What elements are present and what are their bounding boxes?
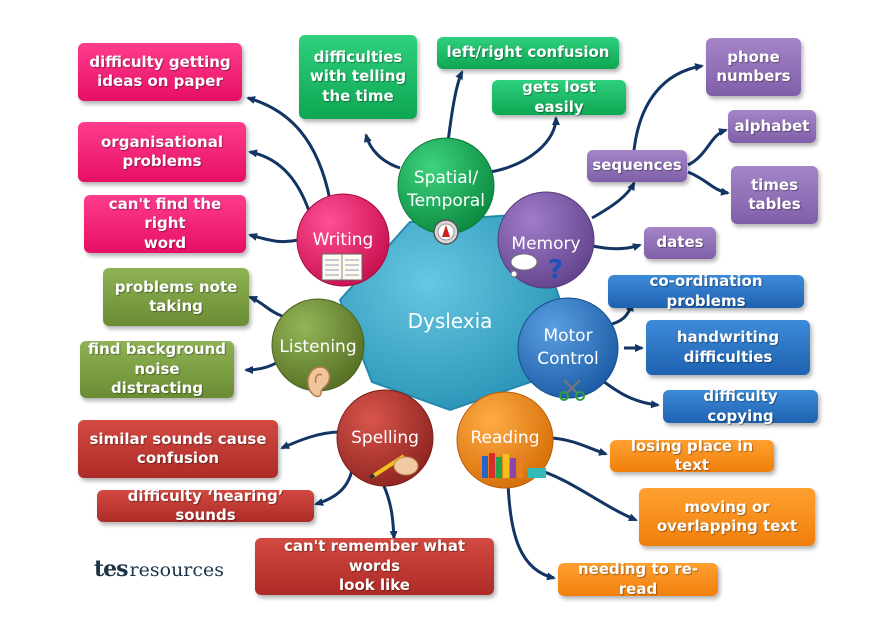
category-listening: Listening <box>271 298 365 398</box>
reading-label: Reading <box>470 428 539 448</box>
arrow-spatial-lost <box>489 116 560 174</box>
box-alphabet: alphabet <box>728 110 816 143</box>
box-sequences: sequences <box>587 150 687 182</box>
motor-label-line2: Control <box>537 349 598 369</box>
box-moving-text: moving or overlapping text <box>639 488 815 546</box>
spelling-label: Spelling <box>351 428 419 448</box>
category-spelling: Spelling <box>336 389 434 487</box>
arrow-memory-sequences <box>591 181 636 220</box>
arrow-spelling-similar <box>280 430 341 450</box>
box-hearing-sounds: difficulty ‘hearing’ sounds <box>97 487 314 524</box>
arrow-writing-organisational <box>248 149 314 221</box>
box-phone-numbers: phone numbers <box>706 38 801 96</box>
box-times-tables: times tables <box>731 166 818 224</box>
logo-mark: tes <box>94 556 129 582</box>
motor-label-line1: Motor <box>543 326 592 346</box>
box-losing-place: losing place in text <box>610 437 774 474</box>
category-writing: Writing <box>296 193 390 287</box>
category-spatial-temporal: Spatial/ Temporal <box>397 137 495 245</box>
arrow-listening-notes <box>248 295 283 318</box>
arrow-seq-tables <box>687 170 730 196</box>
box-coordination: co-ordination problems <box>608 272 804 310</box>
writing-label: Writing <box>313 230 374 250</box>
svg-text:?: ? <box>548 255 563 285</box>
box-cant-find-word: can't find the right word <box>84 195 246 253</box>
hub-label: Dyslexia <box>408 309 493 333</box>
box-organisational: organisational problems <box>78 122 246 182</box>
notebook-icon <box>321 253 363 281</box>
tes-resources-logo: tes resources <box>94 556 224 582</box>
compass-icon <box>433 219 459 245</box>
box-note-taking: problems note taking <box>103 268 249 326</box>
arrow-spatial-time <box>363 133 401 170</box>
box-telling-time: difficulties with telling the time <box>299 35 417 119</box>
hand-pencil-icon <box>368 454 419 480</box>
box-handwriting: handwriting difficulties <box>646 320 810 375</box>
arrow-spatial-leftright <box>446 70 464 143</box>
ear-icon <box>307 366 331 398</box>
box-remember-words: can't remember what words look like <box>255 537 494 595</box>
box-copying: difficulty copying <box>663 387 818 425</box>
arrow-writing-ideas <box>246 96 332 201</box>
arrow-listening-noise <box>244 360 279 374</box>
box-background-noise: find background noise distracting <box>80 340 234 398</box>
spatial-label-line1: Spatial/ <box>414 168 479 188</box>
books-icon <box>482 453 546 478</box>
arrow-spelling-hearing <box>314 469 354 506</box>
arrow-reading-losing <box>551 436 608 456</box>
arrow-seq-phone <box>632 63 704 151</box>
box-left-right: left/right confusion <box>437 37 619 69</box>
scissors-icon <box>559 379 585 401</box>
listening-label: Listening <box>279 337 356 357</box>
arrow-writing-word <box>248 233 299 244</box>
box-reread: needing to re-read <box>558 560 718 598</box>
arrow-seq-alphabet <box>687 128 728 167</box>
thought-bubble-icon: ? <box>510 253 563 285</box>
category-memory: Memory ? <box>497 191 595 289</box>
box-similar-sounds: similar sounds cause confusion <box>78 420 278 478</box>
box-lost-easily: gets lost easily <box>492 78 626 116</box>
box-difficulty-ideas: difficulty getting ideas on paper <box>78 43 242 101</box>
spatial-label-line2: Temporal <box>406 191 485 211</box>
logo-text: resources <box>129 559 225 581</box>
arrow-reading-reread <box>506 481 556 581</box>
category-motor-control: Motor Control <box>517 297 619 401</box>
category-reading: Reading <box>456 391 554 489</box>
arrow-memory-dates <box>587 243 642 252</box>
arrow-reading-moving <box>531 466 638 522</box>
memory-label: Memory <box>511 234 580 254</box>
box-dates: dates <box>644 227 716 259</box>
arrow-spelling-remember <box>382 485 398 540</box>
